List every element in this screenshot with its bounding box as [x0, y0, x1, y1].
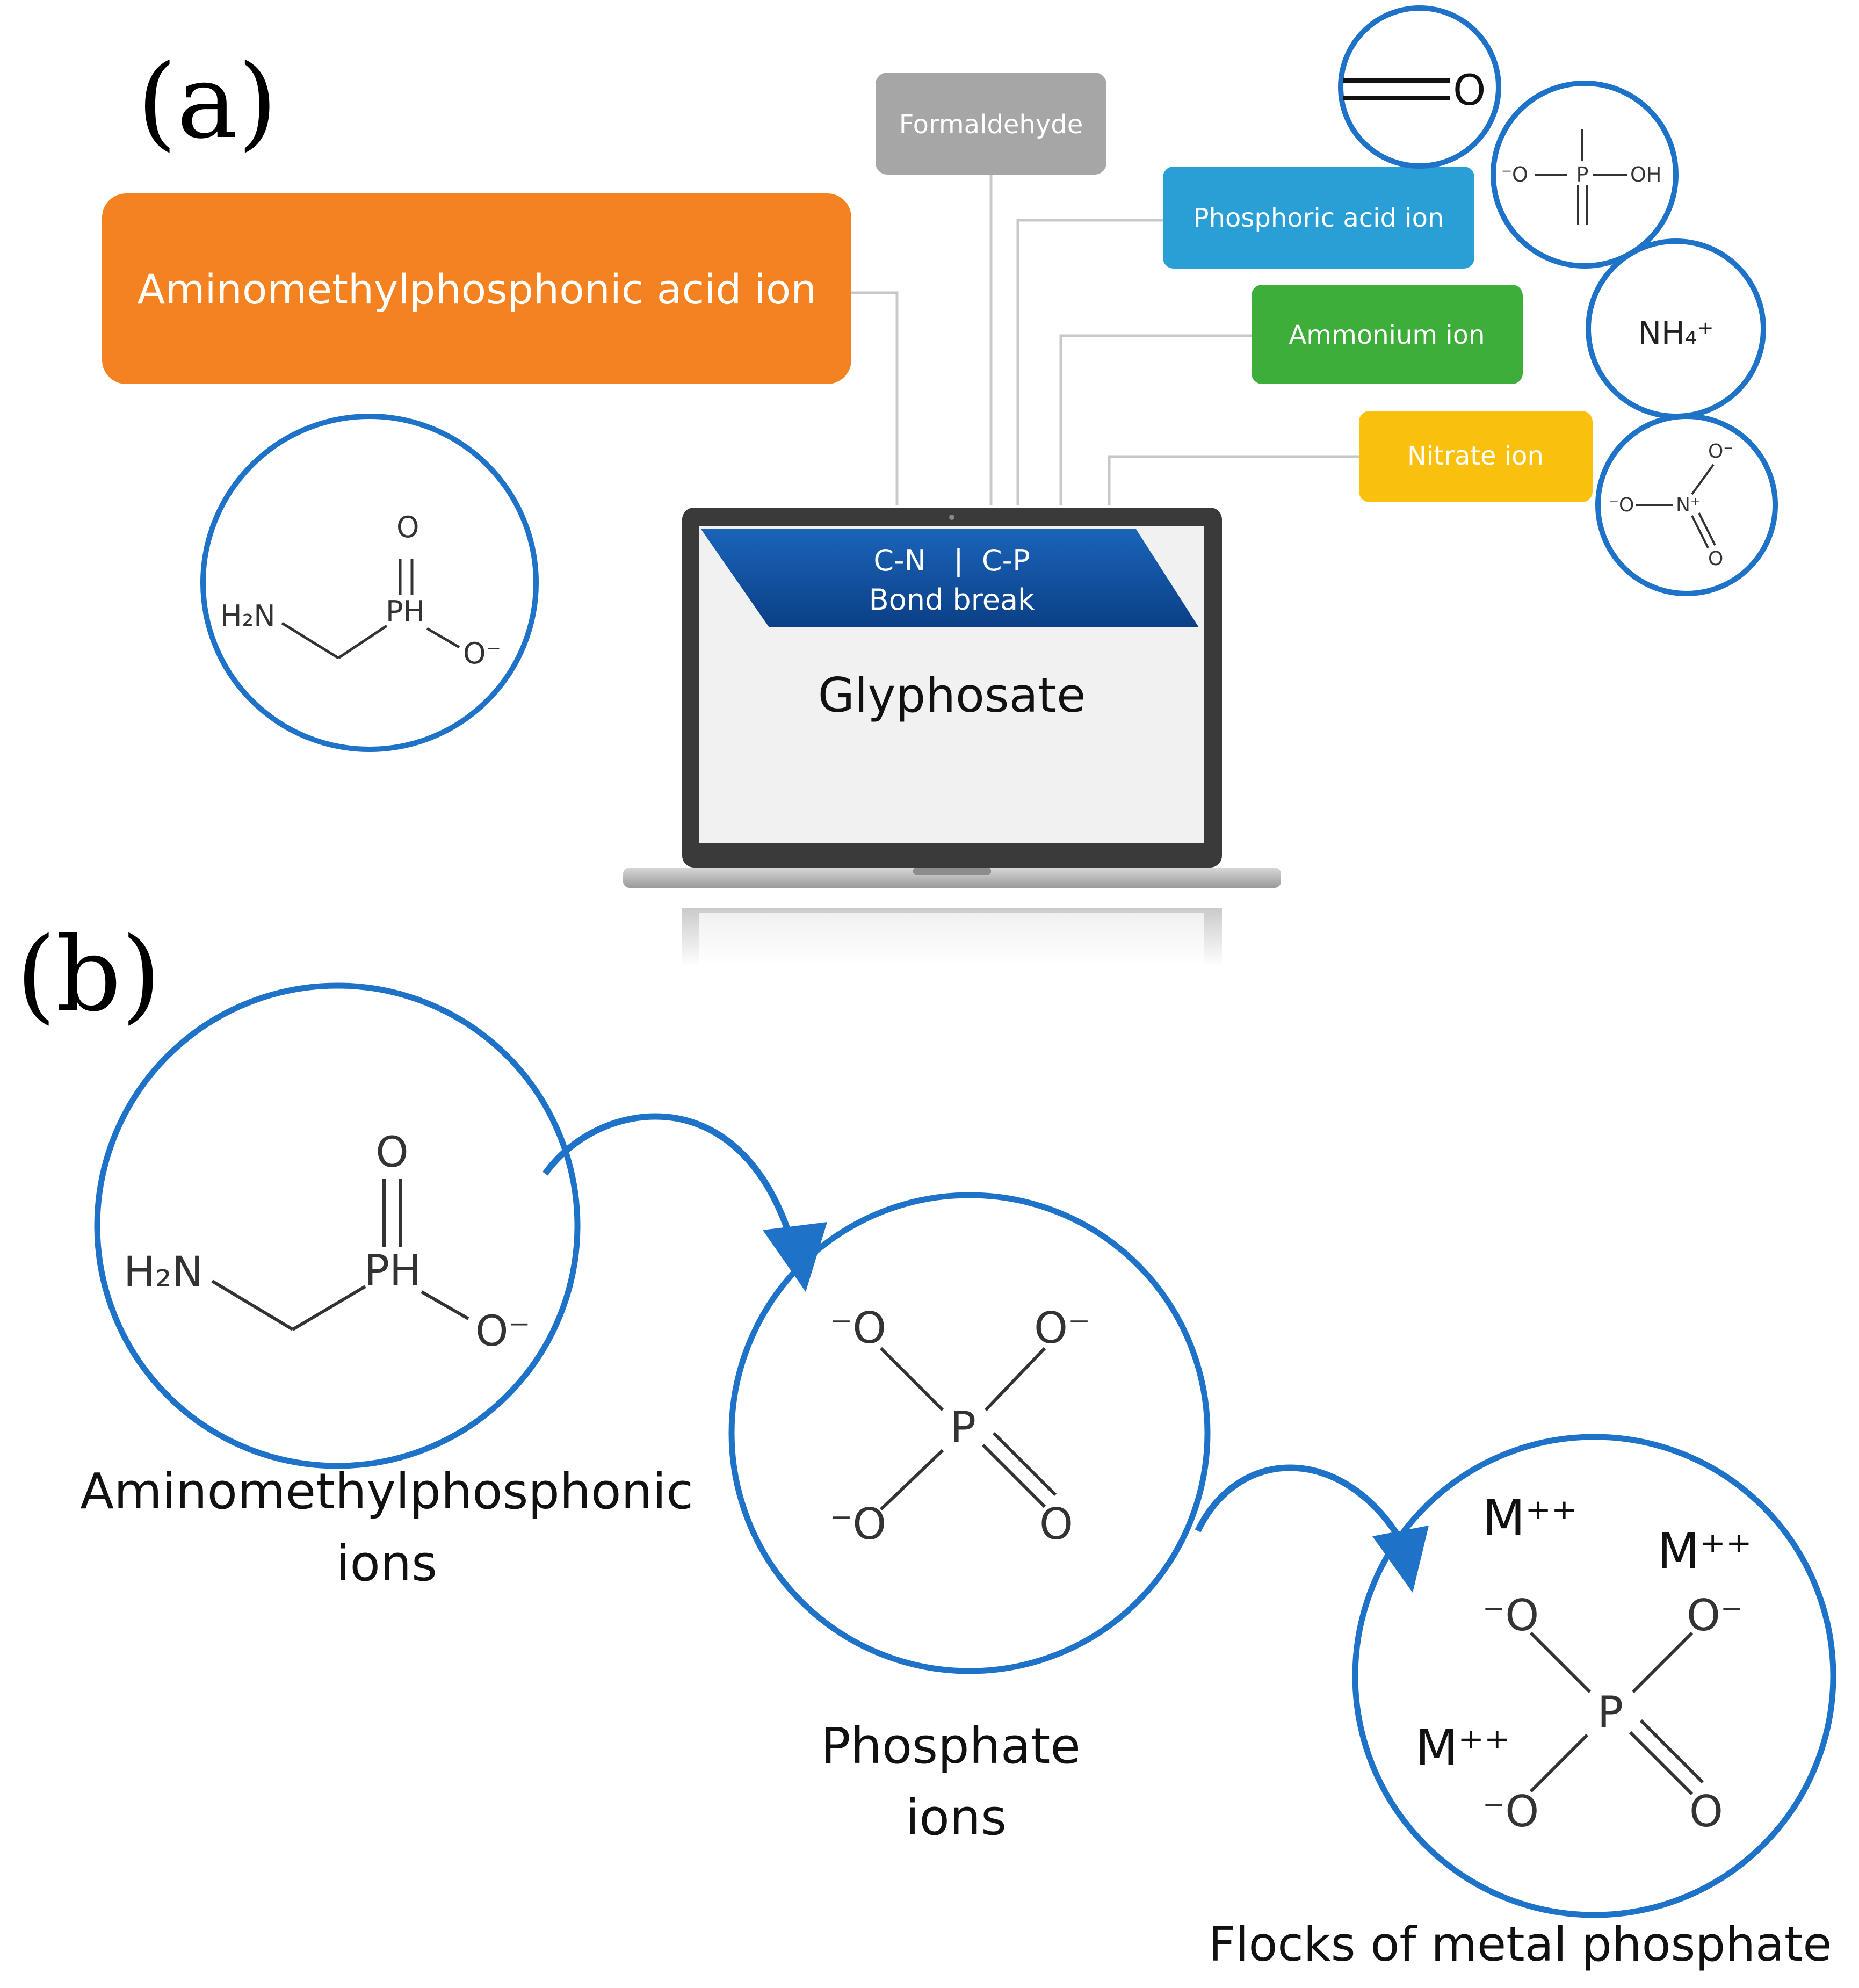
arrow-ampa-to-phosphate [542, 1113, 827, 1292]
ampa-large-amine: H₂N [124, 1248, 203, 1297]
metal-m1: M⁺⁺ [1482, 1490, 1578, 1547]
step-ampa: H₂N PH O O⁻ Aminomethylphosphonic ions [80, 982, 693, 1592]
ampa-circle-small [200, 414, 539, 752]
ampa-small-oxide: O⁻ [463, 637, 501, 670]
bond-break-banner [701, 529, 1199, 627]
phosphoric-acid-box: Phosphoric acid ion [1163, 167, 1474, 269]
phosphate-o1: ⁻O [830, 1303, 886, 1353]
nitrate-top: O⁻ [1708, 440, 1733, 462]
metal-o3: ⁻O [1482, 1787, 1539, 1837]
metal-m2: M⁺⁺ [1657, 1523, 1752, 1580]
phosphate-o3: ⁻O [830, 1499, 886, 1549]
metal-p: P [1597, 1687, 1623, 1737]
phosphoric-left: ⁻O [1501, 163, 1528, 186]
bond-types: C-N | C-P [873, 544, 1030, 577]
glyphosate-label: Glyphosate [818, 668, 1086, 723]
bond-break-text: Bond break [869, 583, 1035, 617]
ampa-caption-line2: ions [336, 1535, 437, 1592]
phosphoric-right: OH [1630, 163, 1661, 186]
ampa-large-oxo: O [375, 1129, 408, 1177]
metal-phosphate-circle [1352, 1434, 1836, 1918]
nitrate-left: ⁻O [1609, 494, 1634, 516]
step-phosphate: ⁻O O⁻ ⁻O O P Phosphate ions [728, 1192, 1211, 1846]
metal-m3: M⁺⁺ [1415, 1719, 1510, 1776]
step-metal-phosphate: M⁺⁺ M⁺⁺ M⁺⁺ ⁻O O⁻ ⁻O O P Flocks of metal… [1208, 1434, 1836, 1972]
ammonium-formula: NH₄⁺ [1638, 315, 1714, 351]
ammonium-label: Ammonium ion [1289, 320, 1485, 350]
phosphate-o2: O⁻ [1034, 1303, 1090, 1353]
phosphate-circle [728, 1192, 1211, 1674]
laptop: C-N | C-P Bond break Glyphosate [623, 508, 1281, 967]
formaldehyde-circle [1338, 5, 1501, 169]
metal-caption: Flocks of metal phosphate [1208, 1917, 1832, 1972]
phosphoric-structure: ⁻O P OH [1491, 81, 1679, 269]
ampa-structure-small: H₂N PH O O⁻ [200, 414, 539, 752]
nitrate-box: Nitrate ion [1359, 411, 1593, 502]
ampa-small-amine: H₂N [220, 599, 276, 633]
ampa-acid-label: Aminomethylphosphonic acid ion [138, 265, 817, 313]
phosphoric-circle [1491, 81, 1679, 269]
phosphoric-p: P [1576, 163, 1589, 186]
nitrate-circle [1595, 414, 1778, 596]
panel-a-label: (a) [137, 42, 278, 161]
ampa-circle-large [94, 982, 581, 1469]
laptop-base [623, 868, 1281, 888]
formaldehyde-box: Formaldehyde [876, 73, 1106, 175]
ampa-large-oxide: O⁻ [475, 1307, 531, 1356]
nitrate-n: N⁺ [1676, 494, 1701, 516]
panel-b-label: (b) [16, 915, 161, 1034]
phosphate-p: P [950, 1403, 976, 1452]
ampa-acid-box: Aminomethylphosphonic acid ion [102, 193, 851, 384]
ampa-small-oxo: O [396, 510, 419, 544]
ampa-caption-line1: Aminomethylphosphonic [80, 1463, 693, 1520]
formaldehyde-label: Formaldehyde [899, 110, 1083, 140]
metal-o1: ⁻O [1482, 1591, 1539, 1640]
phosphate-caption-line1: Phosphate [821, 1717, 1081, 1775]
formaldehyde-structure: O [1338, 5, 1501, 169]
connector-lines [851, 175, 1359, 505]
ampa-large-ph: PH [364, 1247, 421, 1295]
metal-o2: O⁻ [1687, 1591, 1743, 1640]
phosphoric-acid-label: Phosphoric acid ion [1193, 203, 1444, 233]
ampa-small-ph: PH [386, 595, 425, 628]
formaldehyde-oxygen: O [1453, 67, 1486, 115]
nitrate-bottom: O [1708, 548, 1723, 570]
nitrate-structure: ⁻O N⁺ O⁻ O [1595, 414, 1778, 596]
phosphate-caption-line2: ions [906, 1789, 1007, 1846]
metal-o4: O [1689, 1787, 1723, 1837]
ammonium-box: Ammonium ion [1252, 285, 1523, 384]
ammonium-structure: NH₄⁺ [1586, 238, 1766, 419]
phosphate-o4: O [1039, 1499, 1073, 1549]
arrow-phosphate-to-metal [1195, 1464, 1429, 1593]
nitrate-label: Nitrate ion [1407, 441, 1544, 471]
